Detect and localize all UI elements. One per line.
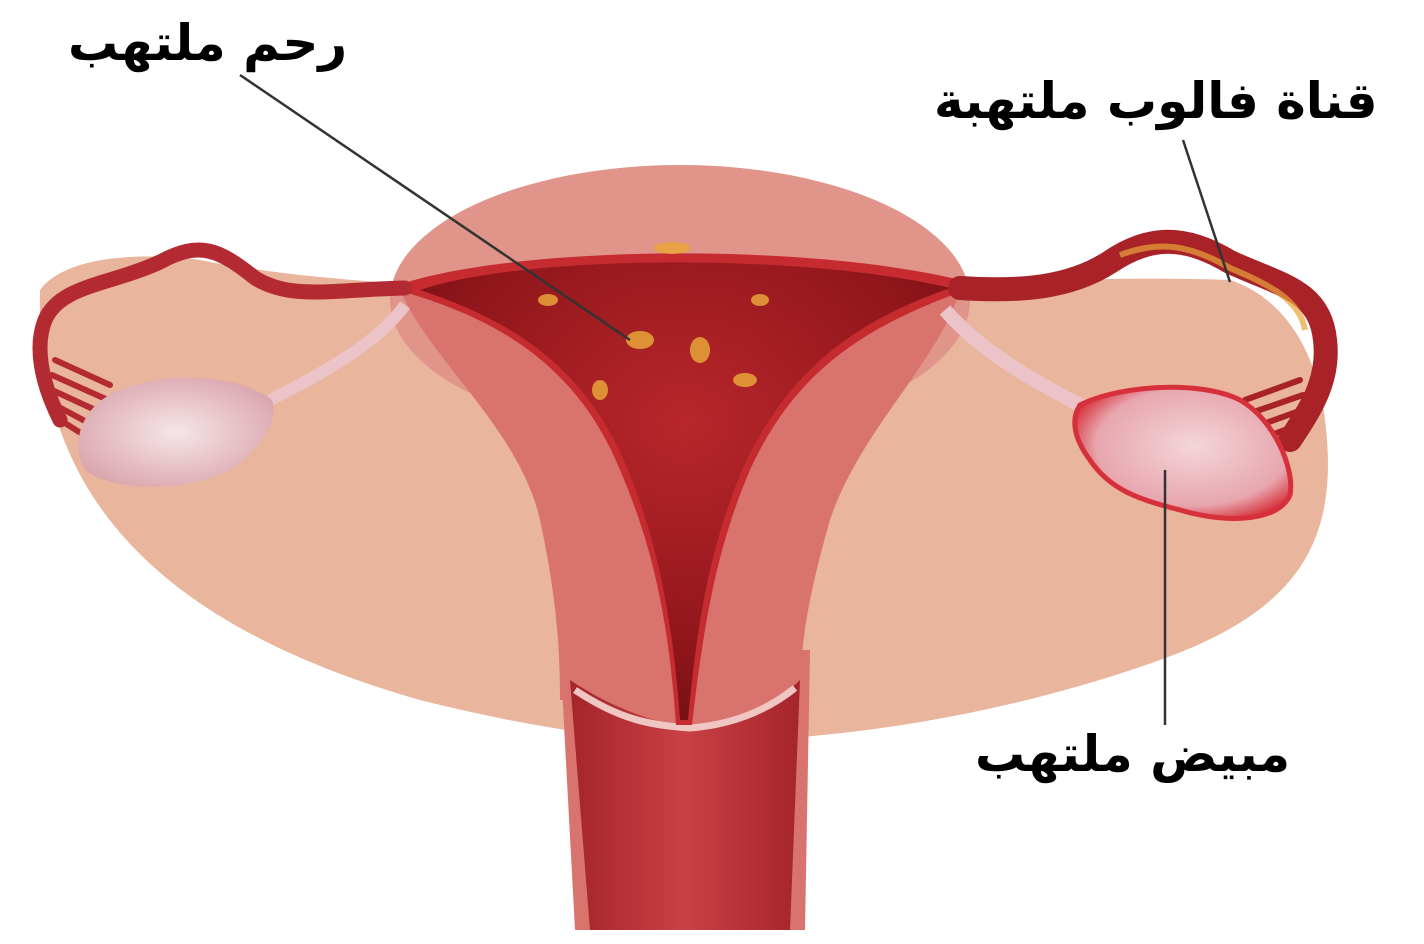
label-inflamed-ovary: مبيض ملتهب	[975, 725, 1290, 783]
label-inflamed-fallopian-tube: قناة فالوب ملتهبة	[934, 72, 1378, 130]
label-inflamed-uterus: رحم ملتهب	[68, 14, 347, 72]
